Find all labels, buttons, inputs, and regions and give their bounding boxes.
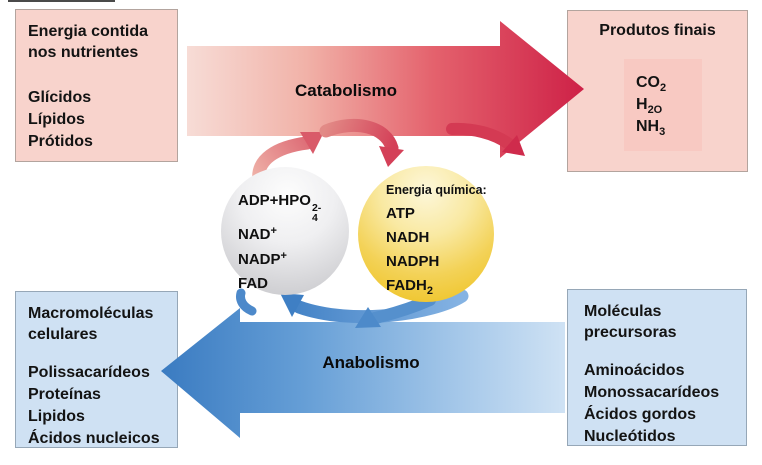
final-products-title: Produtos finais — [599, 22, 716, 39]
nutrient-item: Prótidos — [28, 133, 93, 150]
anabolism-label: Anabolismo — [322, 353, 420, 372]
macromolecule-item: Polissacarídeos — [28, 364, 150, 381]
final-products-box: Produtos finais CO2 H2O NH3 — [567, 10, 748, 172]
red-cycle-arrowhead-right — [502, 135, 525, 156]
nutrients-list: Glícidos Lípidos Prótidos — [28, 87, 169, 153]
macromolecules-box: Macromoléculas celulares Polissacarídeos… — [15, 291, 178, 448]
precursors-box: Moléculas precursoras Aminoácidos Monoss… — [567, 289, 747, 446]
scan-artifact-line — [8, 0, 115, 2]
energy-circle: Energia química: ATP NADH NADPH FADH2 — [358, 166, 494, 302]
nutrients-title: Energia contida nos nutrientes — [28, 23, 149, 61]
precursor-item: Nucleótidos — [584, 428, 676, 445]
nutrient-item: Glícidos — [28, 89, 92, 106]
red-cycle-arc-mid — [319, 118, 399, 155]
macromolecules-list: Polissacarídeos Proteínas Lipidos Ácidos… — [28, 362, 171, 450]
precursors-title: Moléculas precursoras — [584, 303, 677, 341]
product-formula: NH3 — [636, 118, 666, 138]
blue-cycle-arrowhead-downleft — [355, 307, 381, 328]
anabolism-arrow — [161, 308, 565, 438]
precursor-item: Ácidos gordos — [584, 406, 697, 423]
catabolism-label: Catabolismo — [294, 81, 398, 100]
macromolecule-item: Ácidos nucleicos — [28, 430, 160, 447]
macromolecules-title: Macromoléculas celulares — [28, 305, 154, 343]
energy-circle-caption: Energia química: — [386, 183, 487, 197]
energy-formula: FADH2 — [386, 277, 433, 297]
red-cycle-arc-right — [446, 122, 515, 150]
carrier-formula: FAD — [238, 275, 268, 292]
energy-formula: NADH — [386, 229, 430, 246]
blue-cycle-arc-left-nub — [236, 288, 257, 316]
final-products-panel: CO2 H2O NH3 — [624, 59, 702, 151]
precursor-item: Aminoácidos — [584, 362, 685, 379]
energy-formula: ATP — [386, 205, 415, 222]
carrier-formula: NADP+ — [238, 249, 287, 268]
blue-cycle-arrowhead-upleft — [280, 293, 304, 317]
product-formula: H2O — [636, 96, 663, 116]
product-formula: CO2 — [636, 74, 667, 94]
nutrient-item: Lípidos — [28, 111, 85, 128]
precursors-list: Aminoácidos Monossacarídeos Ácidos gordo… — [584, 360, 740, 448]
macromolecule-item: Proteínas — [28, 386, 101, 403]
catabolism-arrow — [187, 21, 584, 158]
red-cycle-arrowhead-up — [300, 132, 324, 154]
carrier-formula: NAD+ — [238, 225, 277, 244]
macromolecule-item: Lipidos — [28, 408, 85, 425]
energy-formula: NADPH — [386, 253, 440, 270]
precursor-item: Monossacarídeos — [584, 384, 720, 401]
red-cycle-arrowhead-down — [379, 146, 404, 167]
nutrients-box: Energia contida nos nutrientes Glícidos … — [15, 9, 178, 162]
